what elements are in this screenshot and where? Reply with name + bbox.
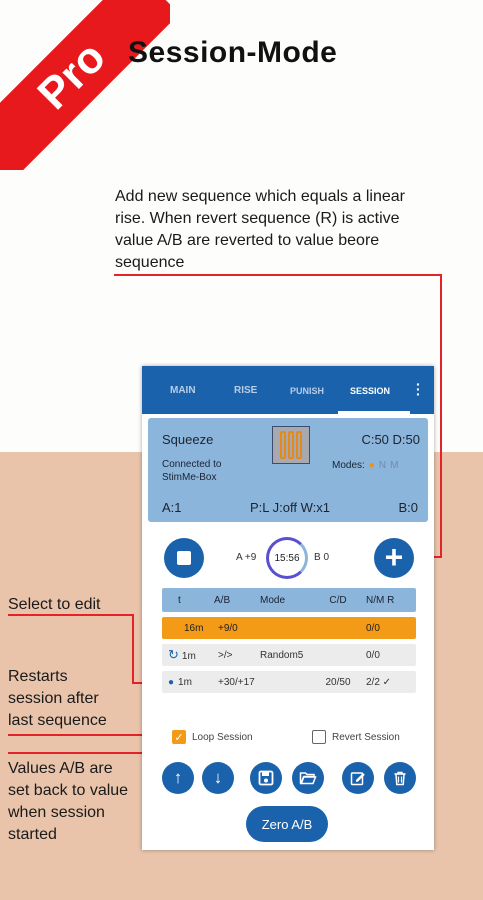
arrow-down-icon: ↓ <box>213 768 223 787</box>
save-button[interactable] <box>250 762 282 794</box>
cell-mode: Random5 <box>260 649 304 661</box>
cell-nm: 0/0 <box>366 649 380 661</box>
annotation-restarts: Restarts session after last sequence <box>8 668 107 729</box>
col-t: t <box>178 594 181 606</box>
zero-ab-button[interactable]: Zero A/B <box>246 806 328 842</box>
leader-line-restart <box>8 734 176 736</box>
move-down-button[interactable]: ↓ <box>202 762 234 794</box>
table-header: t A/B Mode C/D N/M R <box>162 588 416 612</box>
arrow-up-icon: ↑ <box>173 768 183 787</box>
a-value: A:1 <box>162 500 182 515</box>
cell-t: ●1m <box>162 677 204 688</box>
open-button[interactable] <box>292 762 324 794</box>
cell-t-value: 1m <box>178 676 192 688</box>
params-readout: P:L J:off W:x1 <box>250 500 330 515</box>
cell-nm: 0/0 <box>366 622 380 634</box>
session-timer: 15:56 <box>266 537 308 579</box>
overflow-menu-icon[interactable]: ··· <box>416 376 421 402</box>
action-buttons: ↑ ↓ <box>142 762 434 796</box>
save-icon <box>258 770 274 786</box>
mode-active-dot-icon: ● <box>368 460 375 471</box>
col-nmr: N/M R <box>366 594 395 606</box>
table-row[interactable]: ↻1m >/> Random5 0/0 <box>162 644 416 666</box>
leader-line-top-v <box>440 274 442 558</box>
modes-label: Modes: <box>332 460 365 471</box>
mode-m: M <box>390 460 399 471</box>
pro-badge: Pro <box>0 0 170 170</box>
col-ab: A/B <box>214 594 231 606</box>
table-row[interactable]: ●1m +30/+17 20/50 2/2 ✓ <box>162 671 416 693</box>
add-sequence-button[interactable]: + <box>374 538 414 578</box>
cd-readout: C:50 D:50 <box>361 432 420 447</box>
tab-main[interactable]: MAIN <box>170 385 196 396</box>
session-options: ✓ Loop Session Revert Session <box>172 730 428 748</box>
loop-session-checkbox[interactable]: ✓ Loop Session <box>172 730 253 744</box>
b-offset: B 0 <box>314 552 330 563</box>
folder-open-icon <box>299 772 317 785</box>
revert-session-checkbox[interactable]: Revert Session <box>312 730 400 744</box>
cell-ab: +30/+17 <box>218 676 255 688</box>
table-row[interactable]: 16m +9/0 0/0 <box>162 617 416 639</box>
plus-icon: + <box>384 538 404 575</box>
annotation-add-sequence: Add new sequence which equals a linear r… <box>115 188 405 271</box>
col-cd: C/D <box>329 594 347 606</box>
session-controls: A +9 15:56 B 0 + <box>142 537 434 580</box>
edit-icon <box>350 772 365 786</box>
checkmark-icon: ✓ <box>172 730 186 744</box>
annotation-values-reset: Values A/B are set back to value when se… <box>8 760 129 843</box>
edit-button[interactable] <box>342 762 374 794</box>
leader-line-select-h <box>8 614 134 616</box>
program-name: Squeeze <box>162 432 214 447</box>
connection-status: Connected to StimMe-Box <box>162 459 222 483</box>
hero-title: Session-Mode <box>128 36 338 69</box>
annotation-select-to-edit: Select to edit <box>8 596 101 613</box>
trash-icon <box>394 771 406 786</box>
stop-icon <box>177 551 191 565</box>
bullet-icon: ● <box>168 676 175 688</box>
b-value: B:0 <box>398 500 418 515</box>
phone-screen: MAIN RISE PUNISH SESSION ··· Squeeze C:5… <box>142 366 434 850</box>
a-offset: A +9 <box>236 552 257 563</box>
sequence-table: t A/B Mode C/D N/M R 16m +9/0 0/0 ↻1m >/… <box>162 588 416 693</box>
revert-session-label: Revert Session <box>332 731 400 743</box>
cell-t: 16m <box>184 622 204 634</box>
cell-t: ↻1m <box>162 647 204 663</box>
cell-ab: >/> <box>218 649 233 661</box>
tab-indicator <box>338 411 410 414</box>
stop-button[interactable] <box>164 538 204 578</box>
cell-ab: +9/0 <box>218 622 238 634</box>
pro-ribbon: Pro <box>0 0 170 170</box>
col-mode: Mode <box>260 594 286 606</box>
cell-cd: 20/50 <box>325 676 351 688</box>
tab-rise[interactable]: RISE <box>234 385 258 396</box>
device-icon[interactable] <box>272 426 310 464</box>
loop-session-label: Loop Session <box>192 731 253 743</box>
loop-icon: ↻ <box>168 647 179 662</box>
status-panel: Squeeze C:50 D:50 Connected to StimMe-Bo… <box>148 418 428 522</box>
checkbox-empty-icon <box>312 730 326 744</box>
leader-line-select-v <box>132 614 134 684</box>
cell-nm: 2/2 ✓ <box>366 676 392 688</box>
move-up-button[interactable]: ↑ <box>162 762 194 794</box>
mode-n: N <box>378 460 387 471</box>
tab-bar: MAIN RISE PUNISH SESSION ··· <box>142 366 434 414</box>
tab-punish[interactable]: PUNISH <box>290 386 325 396</box>
leader-line-top-h <box>114 274 442 276</box>
cell-t-value: 1m <box>181 651 196 662</box>
tab-session[interactable]: SESSION <box>350 386 391 396</box>
delete-button[interactable] <box>384 762 416 794</box>
